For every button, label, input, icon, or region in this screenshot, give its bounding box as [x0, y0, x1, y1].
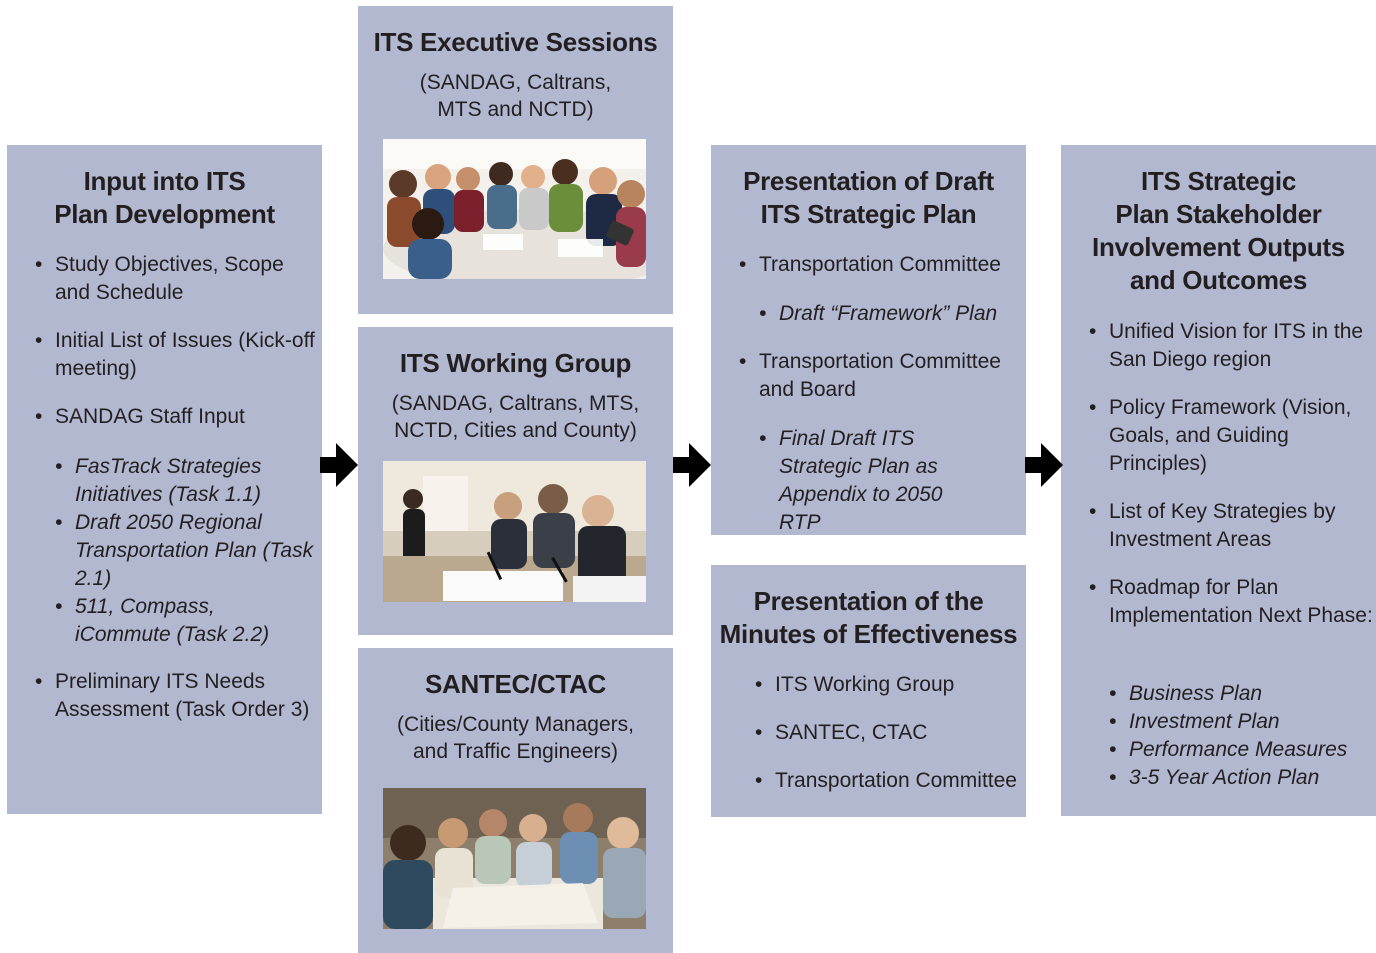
executive-title: ITS Executive Sessions — [373, 27, 658, 57]
arrow-right-icon — [1025, 443, 1063, 487]
draft-sublist-1: Draft “Framework” Plan — [759, 300, 1024, 328]
minutes-box: Presentation of the Minutes of Effective… — [711, 565, 1026, 817]
input-item-issues: Initial List of Issues (Kick-off meeting… — [35, 327, 315, 383]
draft-item-committee-board: Transportation Committee and Board — [739, 348, 1024, 404]
minutes-title: Presentation of the Minutes of Effective… — [719, 586, 1018, 649]
working-meeting-photo — [383, 461, 646, 602]
executive-subtitle: (SANDAG, Caltrans, MTS and NCTD) — [419, 71, 612, 121]
minutes-item-working: ITS Working Group — [755, 671, 1025, 699]
outputs-item-policy: Policy Framework (Vision, Goals, and Gui… — [1089, 394, 1374, 478]
input-list: Study Objectives, Scope and Schedule Ini… — [35, 251, 315, 431]
executive-meeting-photo — [383, 139, 646, 279]
draft-item-committee: Transportation Committee — [739, 251, 1024, 279]
input-subitem-511: 511, Compass, iCommute (Task 2.2) — [55, 593, 315, 649]
outputs-subitem-investment: Investment Plan — [1109, 708, 1374, 736]
draft-subitem-final: Final Draft ITS Strategic Plan as Append… — [759, 425, 984, 537]
outputs-item-strategies: List of Key Strategies by Investment Are… — [1089, 498, 1374, 554]
input-subitem-fastrack: FasTrack Strategies Initiatives (Task 1.… — [55, 453, 315, 509]
outputs-item-roadmap: Roadmap for Plan Implementation Next Pha… — [1089, 574, 1374, 630]
input-item-needs: Preliminary ITS Needs Assessment (Task O… — [35, 668, 320, 724]
draft-title: Presentation of Draft ITS Strategic Plan — [743, 166, 994, 229]
outputs-item-vision: Unified Vision for ITS in the San Diego … — [1089, 318, 1374, 374]
draft-sublist-2: Final Draft ITS Strategic Plan as Append… — [759, 425, 984, 537]
draft-list-2: Transportation Committee and Board — [739, 348, 1024, 404]
working-box: ITS Working Group (SANDAG, Caltrans, MTS… — [358, 327, 673, 635]
outputs-box: ITS Strategic Plan Stakeholder Involveme… — [1061, 145, 1376, 816]
arrow-right-icon — [320, 443, 358, 487]
outputs-subitem-business: Business Plan — [1109, 680, 1374, 708]
input-box: Input into ITS Plan Development Study Ob… — [7, 145, 322, 814]
santec-meeting-photo — [383, 788, 646, 929]
outputs-list: Unified Vision for ITS in the San Diego … — [1089, 318, 1374, 630]
outputs-title: ITS Strategic Plan Stakeholder Involveme… — [1092, 166, 1345, 295]
minutes-list: ITS Working Group SANTEC, CTAC Transport… — [755, 671, 1025, 795]
outputs-subitem-performance: Performance Measures — [1109, 736, 1374, 764]
draft-subitem-framework: Draft “Framework” Plan — [759, 300, 1024, 328]
minutes-item-santec: SANTEC, CTAC — [755, 719, 1025, 747]
working-title: ITS Working Group — [399, 348, 632, 378]
input-title: Input into ITS Plan Development — [54, 166, 275, 229]
input-list-last: Preliminary ITS Needs Assessment (Task O… — [35, 668, 320, 724]
draft-list-1: Transportation Committee — [739, 251, 1024, 279]
executive-box: ITS Executive Sessions (SANDAG, Caltrans… — [358, 6, 673, 314]
santec-subtitle: (Cities/County Managers, and Traffic Eng… — [397, 713, 634, 763]
input-sublist: FasTrack Strategies Initiatives (Task 1.… — [55, 453, 315, 649]
minutes-item-committee: Transportation Committee — [755, 767, 1025, 795]
santec-title: SANTEC/CTAC — [424, 669, 607, 699]
working-subtitle: (SANDAG, Caltrans, MTS, NCTD, Cities and… — [391, 392, 640, 442]
input-item-objectives: Study Objectives, Scope and Schedule — [35, 251, 315, 307]
arrow-right-icon — [673, 443, 711, 487]
outputs-sublist: Business Plan Investment Plan Performanc… — [1109, 680, 1374, 792]
draft-box: Presentation of Draft ITS Strategic Plan… — [711, 145, 1026, 535]
santec-box: SANTEC/CTAC (Cities/County Managers, and… — [358, 648, 673, 953]
input-subitem-rtp: Draft 2050 Regional Transportation Plan … — [55, 509, 315, 593]
outputs-subitem-action: 3-5 Year Action Plan — [1109, 764, 1374, 792]
input-item-staff: SANDAG Staff Input — [35, 403, 315, 431]
